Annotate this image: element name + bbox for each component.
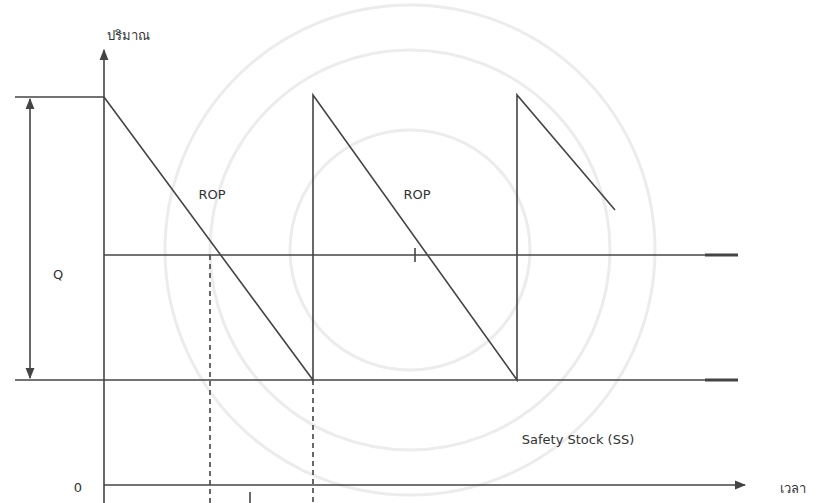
max-level-line [15,96,104,98]
rop-label: ROP [198,188,225,202]
rop-line [104,254,738,256]
rop-label: ROP [403,188,430,202]
rop-tick [414,248,416,262]
lead-time-tick [249,492,251,503]
q-dimension [29,99,31,378]
lead-time-guide [209,255,211,503]
axis-label: เวลา [780,482,806,496]
axis-label: ปริมาณ [107,29,150,43]
line-end [705,379,738,382]
origin-label: 0 [74,481,82,495]
safety-stock-label: Safety Stock (SS) [522,433,634,447]
quantity-label: Q [53,268,63,282]
safety-stock-line [15,379,738,381]
x-axis [104,484,745,486]
lead-time-guide [312,380,314,503]
y-axis [103,50,105,503]
line-end [705,254,738,257]
inventory-sawtooth [104,95,615,380]
watermark-emblem [165,5,655,495]
